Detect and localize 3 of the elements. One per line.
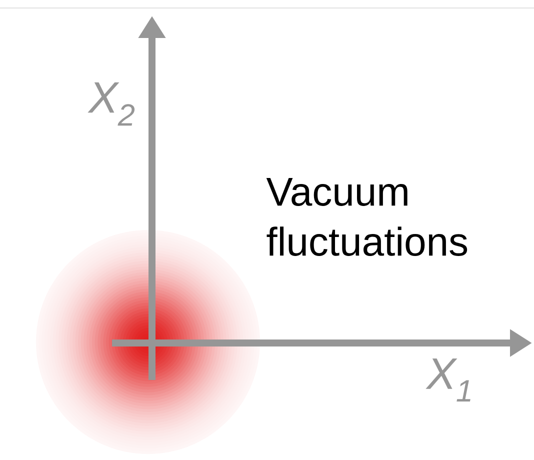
axis-label: X$_{2}$ — [88, 82, 135, 126]
axis-label: X$_{1}$ — [426, 358, 470, 402]
annotation-text: Vacuum fluctuations — [266, 178, 468, 256]
